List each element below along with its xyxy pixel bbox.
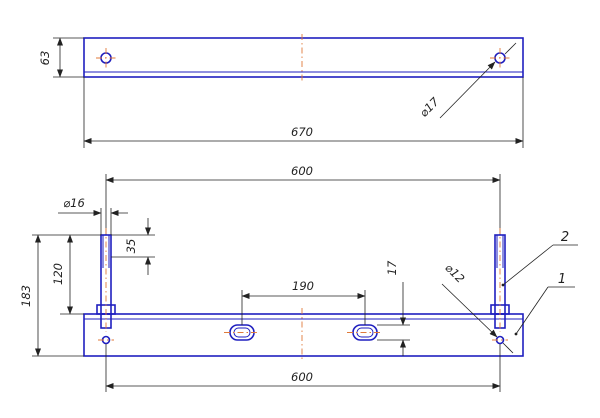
dim-length-670: 670	[83, 77, 524, 148]
dim-top-width-600: 600	[105, 164, 501, 235]
right-slot	[347, 324, 383, 341]
callout-1-label: 1	[558, 272, 566, 287]
dim-slot-spacing-190: 190	[241, 279, 366, 325]
dim-600-bottom-label: 600	[291, 370, 313, 384]
dim-120-label: 120	[51, 263, 65, 285]
left-bolt	[96, 228, 116, 332]
front-right-hole	[492, 335, 508, 345]
dim-height-63: 63	[38, 37, 84, 78]
front-left-hole	[98, 335, 114, 345]
dim-17-label: ⌀17	[417, 94, 443, 120]
dim-total-height-183: 183	[19, 234, 84, 357]
dim-bolt-height-120: 120	[51, 234, 101, 315]
dim-12-label: ⌀12	[442, 261, 467, 286]
callout-1: 1	[514, 272, 575, 336]
left-slot	[224, 324, 260, 341]
top-view: 63 670 ⌀17	[38, 34, 524, 148]
dim-slot-width-17: 17	[377, 260, 410, 356]
top-right-hole	[490, 48, 510, 68]
dim-670-label: 670	[291, 125, 313, 139]
dim-bolt-16: ⌀16	[58, 196, 128, 235]
dim-35-label: 35	[124, 239, 138, 254]
callout-2-label: 2	[561, 230, 569, 245]
dim-hole-12: ⌀12	[441, 261, 514, 354]
front-view-bar	[83, 313, 524, 357]
dim-thread-35: 35	[111, 218, 155, 275]
dim-hole-17: ⌀17	[417, 42, 517, 120]
dim-183-label: 183	[19, 285, 33, 307]
top-view-bar	[83, 37, 524, 78]
dim-17-slot-label: 17	[385, 260, 399, 275]
top-left-hole	[96, 48, 116, 68]
front-view: 600	[19, 164, 578, 392]
dim-190-label: 190	[292, 279, 314, 293]
right-bolt	[490, 228, 510, 332]
dim-63-label: 63	[38, 51, 52, 66]
callout-2: 2	[501, 230, 578, 287]
dim-16-label: ⌀16	[63, 196, 85, 210]
dim-600-top-label: 600	[291, 164, 313, 178]
dim-bottom-width-600: 600	[105, 344, 501, 392]
